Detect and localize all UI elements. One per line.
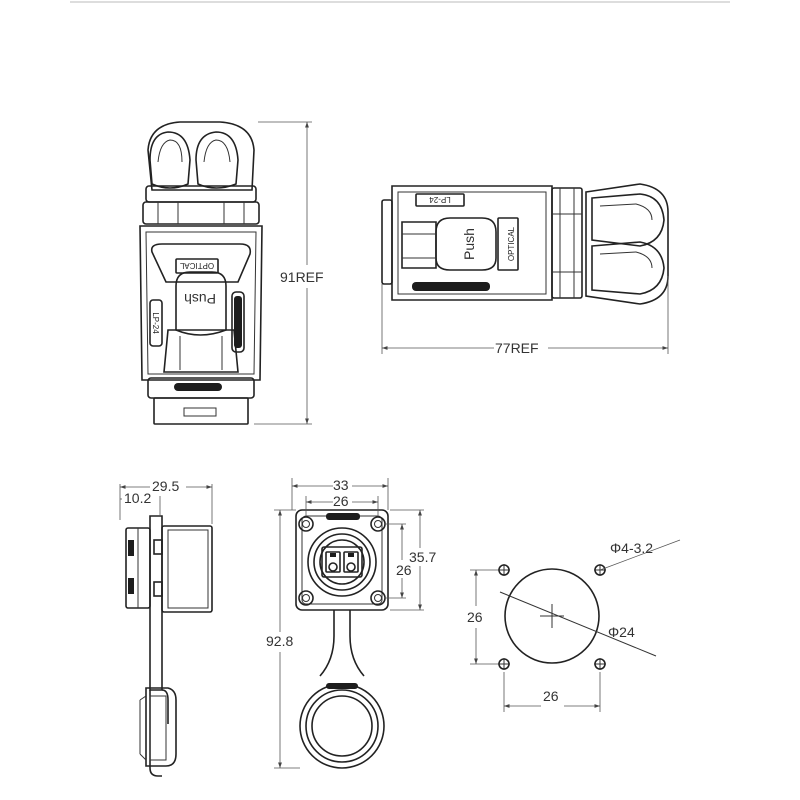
plug-vertical-view: OPTICAL Push LP-24 bbox=[139, 121, 263, 425]
side-model-label: LP-24 bbox=[429, 195, 451, 204]
receptacle-front-view bbox=[295, 509, 389, 769]
dim-side: 29.5 10.2 bbox=[119, 478, 213, 524]
dim-91ref: 91REF bbox=[254, 121, 324, 425]
dim-cutout-26-left-label: 26 bbox=[467, 609, 483, 625]
dim-cutout: Φ4-3.2 26 Φ24 26 bbox=[467, 540, 653, 712]
plug-horizontal-view: Push OPTICAL LP-24 bbox=[381, 183, 669, 305]
receptacle-side-view bbox=[125, 515, 213, 777]
dim-77ref-label: 77REF bbox=[495, 340, 539, 356]
dim-front: 33 26 35.7 26 92.8 bbox=[266, 477, 436, 769]
dim-91ref-label: 91REF bbox=[280, 269, 324, 285]
plug-model-label: LP-24 bbox=[151, 312, 160, 334]
side-push-label: Push bbox=[461, 228, 477, 260]
dim-77ref: 77REF bbox=[381, 276, 669, 356]
panel-cutout bbox=[498, 539, 681, 670]
dim-10-2-label: 10.2 bbox=[124, 490, 151, 506]
plug-optical-label: OPTICAL bbox=[179, 261, 214, 270]
dim-cutout-24-label: Φ24 bbox=[608, 624, 635, 640]
plug-push-label: Push bbox=[184, 291, 216, 307]
side-optical-label: OPTICAL bbox=[507, 226, 516, 261]
dim-35-7-label: 35.7 bbox=[409, 549, 436, 565]
dim-92-8-label: 92.8 bbox=[266, 633, 293, 649]
dim-cutout-26-bottom-label: 26 bbox=[543, 688, 559, 704]
dim-26-right-label: 26 bbox=[396, 562, 412, 578]
dim-hole-spec-label: Φ4-3.2 bbox=[610, 540, 653, 556]
dim-29-5-label: 29.5 bbox=[152, 478, 179, 494]
dim-26-top-label: 26 bbox=[333, 493, 349, 509]
dim-33-label: 33 bbox=[333, 477, 349, 493]
